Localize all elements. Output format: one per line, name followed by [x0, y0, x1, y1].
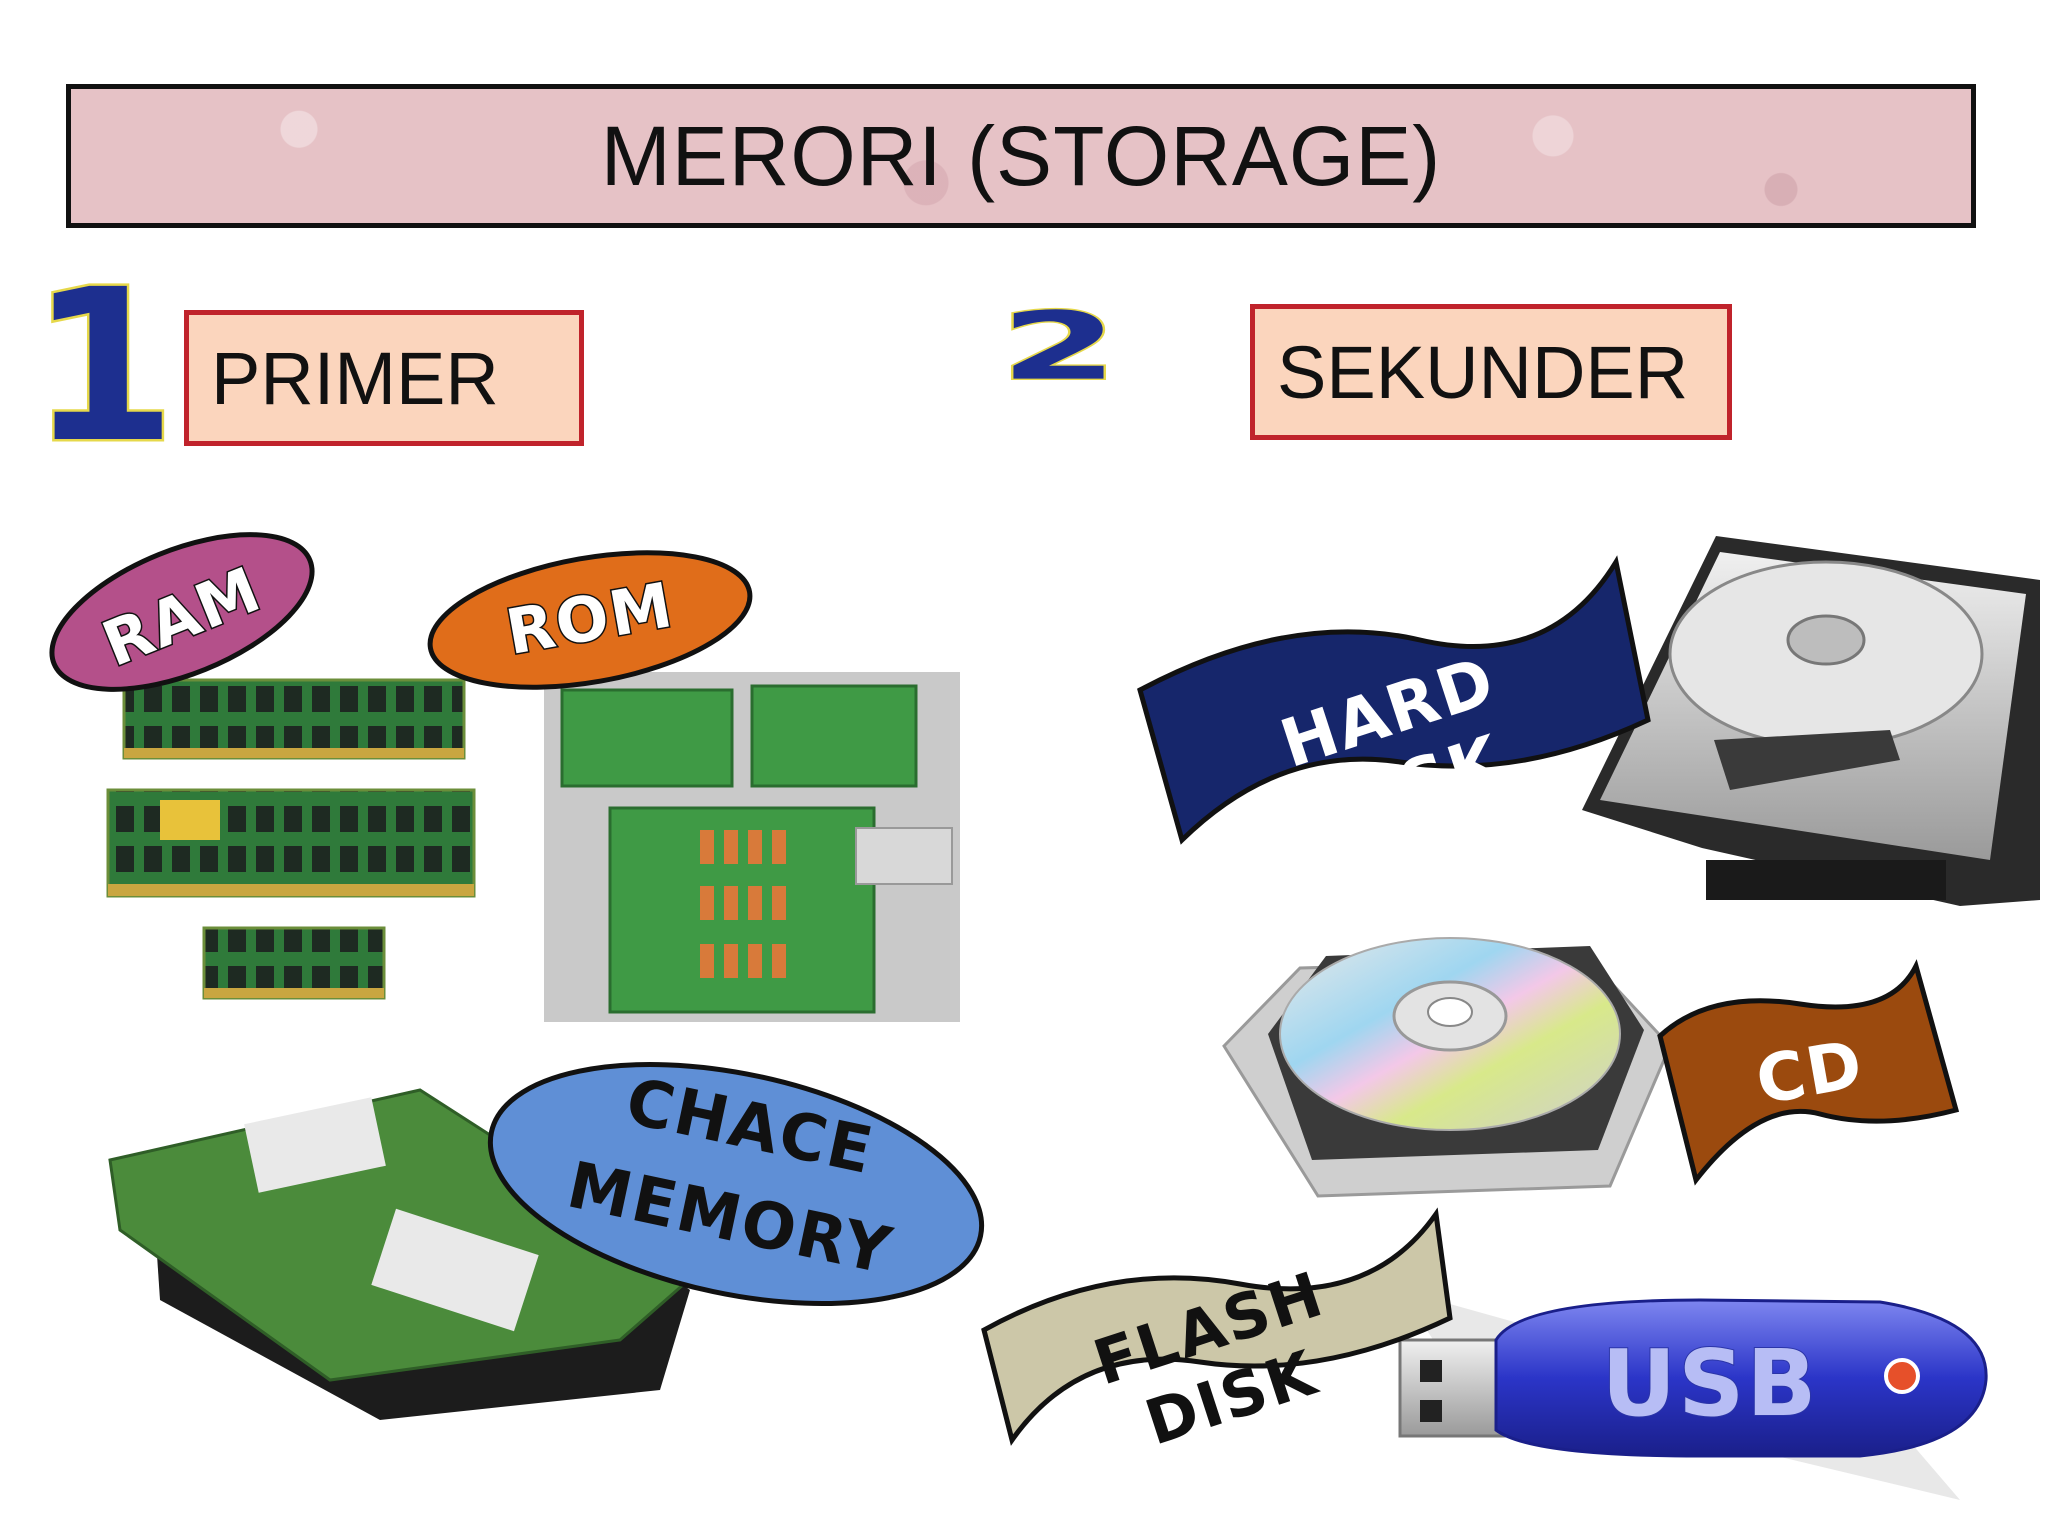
primer-label-box: PRIMER — [184, 310, 584, 446]
ram-tag-shape — [49, 532, 315, 692]
section-number-1: 1 — [27, 244, 178, 489]
cache-tag-shape — [487, 1062, 985, 1306]
rom-tag-shape — [427, 550, 753, 690]
flash-disk-tag-shape — [981, 1207, 1453, 1446]
sekunder-label: SEKUNDER — [1277, 330, 1689, 414]
ram-modules-image — [106, 678, 476, 1000]
primer-label: PRIMER — [211, 336, 499, 420]
cache-memory-image — [108, 1088, 703, 1420]
hard-disk-image — [1582, 536, 2040, 906]
cd-tag-shape — [1657, 959, 1960, 1186]
title-banner: MERORI (STORAGE) — [66, 84, 1976, 228]
hard-disk-tag-shape — [1137, 555, 1651, 845]
sekunder-label-box: SEKUNDER — [1250, 304, 1732, 440]
section-number-2: 2 — [997, 292, 1120, 402]
rom-boards-image — [544, 672, 960, 1022]
usb-stick-image — [1398, 1290, 1988, 1500]
page-title: MERORI (STORAGE) — [600, 108, 1442, 203]
cd-image — [1222, 937, 1672, 1198]
usb-label: USB — [1600, 1329, 1819, 1438]
